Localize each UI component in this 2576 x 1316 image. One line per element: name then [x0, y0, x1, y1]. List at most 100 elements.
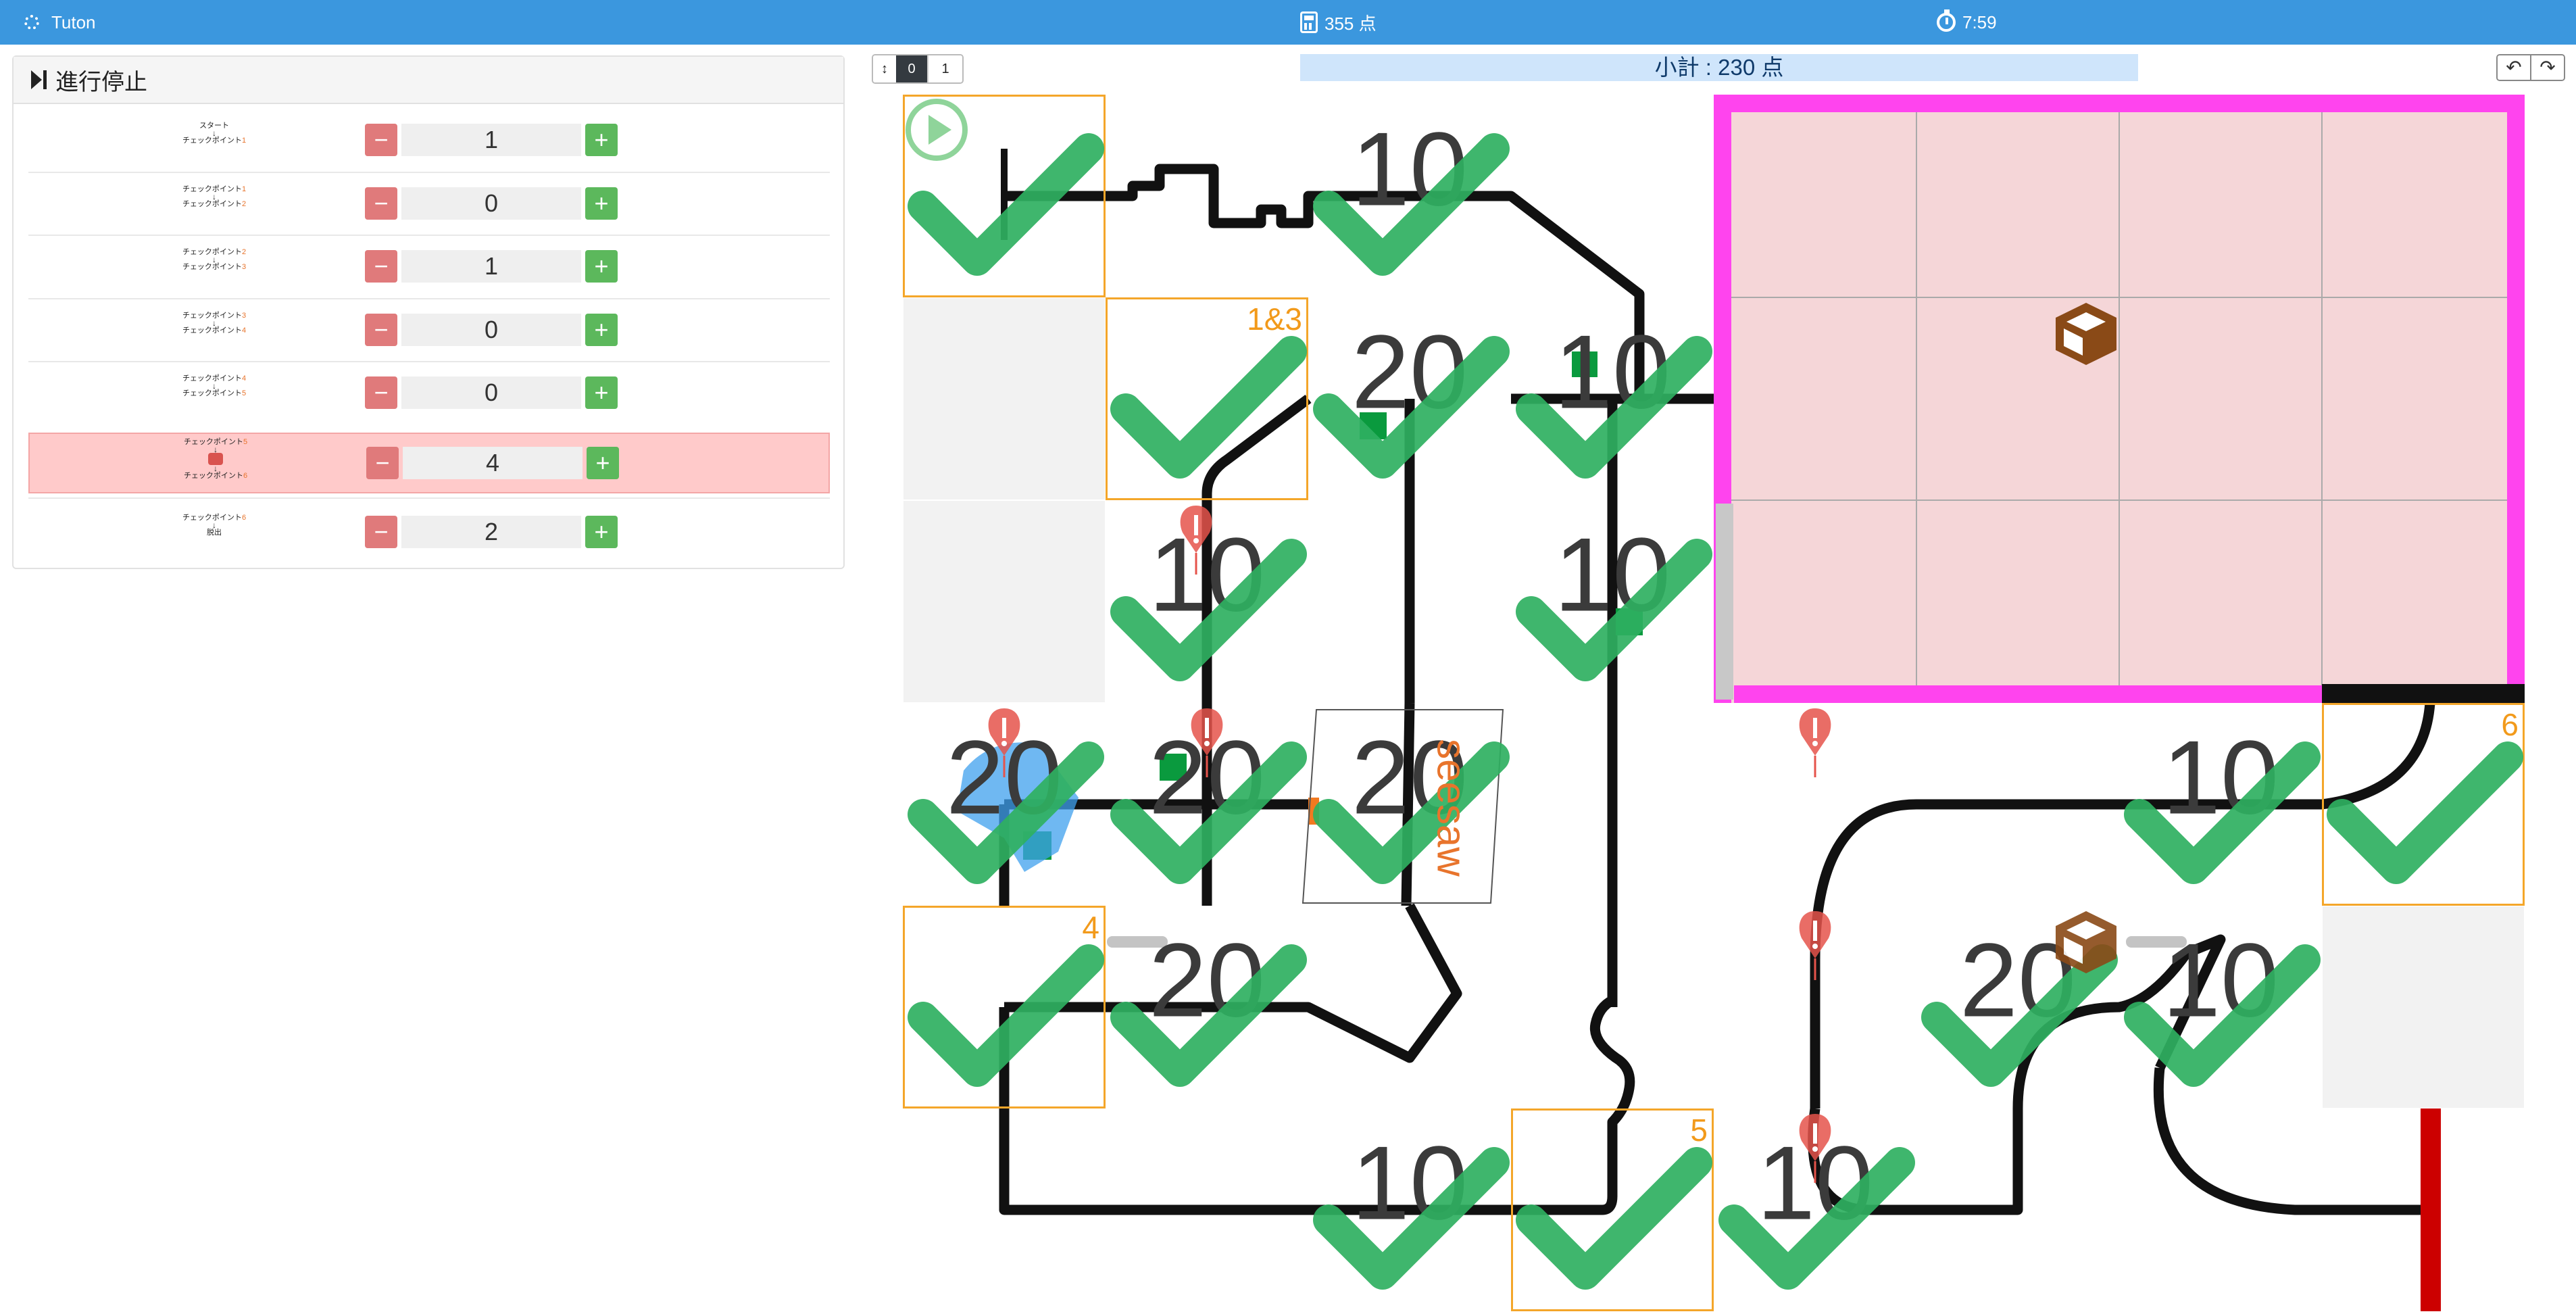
section-from-number: 4 — [241, 374, 247, 383]
line-segment — [2153, 1067, 2423, 1215]
rescue-kit-icon — [2056, 911, 2116, 973]
evac-wall — [1714, 95, 2525, 703]
section-from-number: 3 — [241, 312, 247, 320]
view-toggle-group: ↕ 0 1 — [872, 54, 964, 84]
balloon-marker-icon — [988, 708, 1020, 777]
redo-icon[interactable]: ↷ — [2530, 55, 2564, 80]
increment-button[interactable]: + — [585, 376, 618, 409]
rescue-kit-icon — [2056, 303, 2116, 365]
section-to: チェックポイント — [182, 137, 242, 145]
checkpoint-row: チェックポイント2↓チェックポイント3−1+ — [28, 241, 830, 291]
section-to: チェックポイント — [182, 200, 242, 208]
tile-points: 10 — [1351, 110, 1468, 228]
increment-button[interactable]: + — [585, 187, 618, 220]
section-to: チェックポイント — [183, 472, 243, 480]
section-to-number: 1 — [241, 137, 247, 145]
increment-button[interactable]: + — [585, 314, 618, 346]
balloon-marker-icon — [1191, 708, 1223, 777]
decrement-button[interactable]: − — [365, 250, 397, 283]
row-divider — [28, 172, 830, 173]
section-from: チェックポイント — [182, 514, 242, 522]
section-label: チェックポイント6↓脱出 — [130, 514, 299, 537]
section-from-number: 5 — [243, 438, 248, 446]
checkpoint-tile[interactable]: 5 — [1511, 1108, 1714, 1311]
view-1-button[interactable]: 1 — [927, 55, 962, 82]
lop-count: 1 — [401, 250, 581, 283]
decrement-button[interactable]: − — [365, 124, 397, 156]
exit-line — [2421, 1108, 2441, 1311]
panel-title: 進行停止 — [55, 69, 147, 95]
stopwatch-icon — [1937, 9, 1956, 32]
arrow-down-icon: ↓ — [212, 192, 216, 201]
section-from: チェックポイント — [182, 185, 242, 193]
balloon-marker-icon — [1180, 506, 1212, 575]
start-play-icon[interactable] — [904, 97, 969, 162]
seesaw-label: seesaw — [1429, 739, 1475, 877]
step-forward-icon — [31, 70, 47, 89]
section-label: チェックポイント1↓チェックポイント2 — [130, 185, 299, 209]
increment-button[interactable]: + — [585, 250, 618, 283]
decrement-button[interactable]: − — [365, 314, 397, 346]
decrement-button[interactable]: − — [365, 187, 397, 220]
tile-points: 10 — [2162, 718, 2279, 836]
total-score: 355 点 — [1300, 0, 1377, 45]
section-from-number: 1 — [241, 185, 247, 193]
evac-exit-strip — [2322, 684, 2525, 703]
section-from: チェックポイント — [182, 248, 242, 256]
decrement-button[interactable]: − — [365, 376, 397, 409]
undo-icon[interactable]: ↶ — [2498, 55, 2530, 80]
timer-value: 7:59 — [1962, 11, 1997, 32]
vertical-arrows-icon[interactable]: ↕ — [873, 55, 896, 82]
tile-points: 10 — [2162, 921, 2279, 1039]
arrow-down-icon: ↓ — [214, 464, 218, 473]
section-to-number: 6 — [243, 472, 248, 480]
section-from-number: 6 — [241, 514, 247, 522]
total-score-value: 355 点 — [1324, 13, 1377, 34]
increment-button[interactable]: + — [587, 447, 619, 479]
view-0-button[interactable]: 0 — [896, 55, 927, 82]
arrow-down-icon: ↓ — [212, 381, 216, 391]
brand-label: Tuton — [51, 11, 96, 32]
checkpoint-row: チェックポイント5↓↓チェックポイント6−4+ — [28, 433, 830, 493]
section-to-number: 3 — [241, 263, 247, 271]
section-label: チェックポイント4↓チェックポイント5 — [130, 374, 299, 398]
arrow-down-icon: ↓ — [212, 520, 216, 530]
section-from: チェックポイント — [183, 438, 243, 446]
checkpoint-tile[interactable]: 4 — [903, 906, 1106, 1108]
section-to: チェックポイント — [182, 389, 242, 397]
lop-count: 2 — [401, 516, 581, 548]
seesaw-frame — [1302, 709, 1504, 904]
section-to: チェックポイント — [182, 326, 242, 335]
checkpoint-tile[interactable]: 1&3 — [1106, 297, 1308, 500]
lack-of-progress-panel: 進行停止 スタート↓チェックポイント1−1+チェックポイント1↓チェックポイント… — [12, 55, 845, 569]
balloon-marker-icon — [1799, 1114, 1831, 1183]
section-from: チェックポイント — [182, 374, 242, 383]
increment-button[interactable]: + — [585, 124, 618, 156]
tile-points: 10 — [1554, 313, 1671, 431]
row-divider — [28, 235, 830, 236]
balloon-marker-icon — [1799, 708, 1831, 777]
decrement-button[interactable]: − — [365, 516, 397, 548]
undo-redo-group: ↶ ↷ — [2496, 54, 2565, 81]
section-to-number: 5 — [241, 389, 247, 397]
top-navbar: Tuton 355 点 7:59 — [0, 0, 2576, 45]
row-divider — [28, 497, 830, 499]
section-to-number: 4 — [241, 326, 247, 335]
section-from: チェックポイント — [182, 312, 242, 320]
arrow-down-icon: ↓ — [212, 255, 216, 264]
lop-count: 4 — [403, 447, 583, 479]
decrement-button[interactable]: − — [366, 447, 399, 479]
row-divider — [28, 298, 830, 299]
evac-entrance — [1716, 504, 1733, 700]
checkpoint-row: スタート↓チェックポイント1−1+ — [28, 115, 830, 165]
checkpoint-row: チェックポイント6↓脱出−2+ — [28, 507, 830, 557]
brand[interactable]: Tuton — [24, 0, 96, 45]
checkpoint-tag: 6 — [2501, 707, 2519, 742]
checkpoint-tag: 5 — [1690, 1113, 1708, 1148]
arrow-down-icon: ↓ — [212, 318, 216, 328]
checkpoint-tile[interactable]: 6 — [2322, 703, 2525, 906]
section-label: チェックポイント2↓チェックポイント3 — [130, 248, 299, 272]
checkpoint-row: チェックポイント4↓チェックポイント5−0+ — [28, 368, 830, 418]
checkpoint-tile[interactable] — [903, 95, 1106, 297]
increment-button[interactable]: + — [585, 516, 618, 548]
